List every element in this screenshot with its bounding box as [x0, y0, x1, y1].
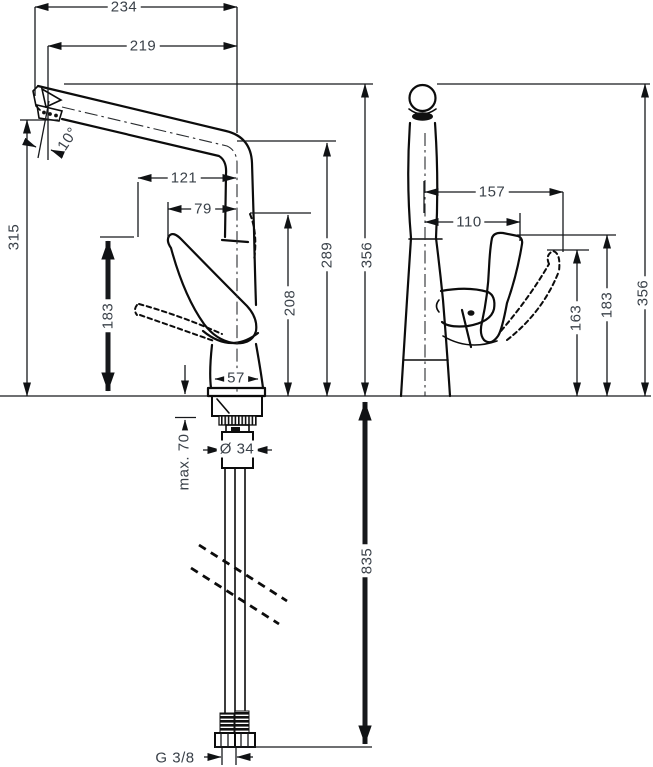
dim-front-max-counter-thickness: max. 70: [175, 430, 193, 494]
dim-side-handle-reach-110: 110: [453, 213, 485, 231]
body-left-edge: [209, 343, 214, 390]
dim-side-handle-reach-157: 157: [475, 183, 509, 201]
spout-inner-edge: [60, 117, 228, 239]
handle-dome: [201, 329, 260, 345]
dim-front-thread-size: G 3/8: [152, 749, 198, 767]
spout-outer-edge: [36, 84, 258, 307]
spout-end-circle: [408, 83, 437, 113]
handle-lever-dashed-back: [249, 213, 257, 261]
dim-front-spout-height: 289: [318, 238, 336, 272]
shank-cap-tab: [231, 427, 240, 432]
front-dimension-lines: [22, 2, 372, 761]
dim-front-handle-reach-79: 79: [191, 200, 215, 218]
socket-screw: [467, 310, 475, 316]
base-plate: [206, 386, 267, 398]
body-joint-line: [220, 238, 250, 244]
thread-band: [218, 415, 257, 426]
handle-socket: [439, 287, 496, 328]
angle-leg-line: [37, 100, 50, 159]
dim-front-shank-diameter: Ø 34: [216, 440, 258, 458]
side-view: [399, 83, 650, 398]
dim-side-total-height: 356: [634, 276, 652, 310]
dim-side-handle-height-183: 183: [598, 288, 616, 322]
hose-connector-right: [234, 710, 250, 734]
spout-tip-facet: [40, 87, 63, 109]
front-extension-lines: [20, 7, 373, 765]
handle-lever-dashed-top: [138, 303, 223, 335]
column-right-edge: [433, 121, 452, 398]
dim-front-base-width: 57: [224, 369, 248, 387]
handle-lever-solid: [166, 232, 258, 345]
aerator-detail: [54, 113, 58, 118]
dim-front-handle-height-183: 183: [99, 299, 117, 333]
dim-side-handle-height-163: 163: [567, 301, 585, 335]
dim-front-handle-top-height: 208: [281, 286, 299, 320]
side-handle-dashed-tip: [546, 249, 561, 272]
front-view: [20, 2, 373, 765]
hose-nut-left: [214, 732, 236, 748]
hose-nut-right: [234, 732, 256, 748]
hose-nut-facets: [220, 733, 249, 747]
side-extension-lines: [423, 83, 650, 252]
body-right-edge: [254, 342, 265, 390]
side-handle-dashed-top: [506, 270, 560, 341]
dim-front-handle-reach-121: 121: [167, 169, 201, 187]
aerator: [36, 103, 64, 122]
escutcheon-detail: [216, 398, 230, 414]
handle-lever-dashed-bottom: [139, 314, 215, 342]
aerator-detail: [48, 112, 52, 116]
dim-front-hose-length: 835: [358, 544, 376, 578]
escutcheon: [211, 395, 263, 417]
front-centerline: [61, 106, 238, 396]
hose-connector-left: [219, 712, 235, 734]
column-left-edge: [399, 121, 413, 398]
dim-front-total-height: 356: [358, 238, 376, 272]
spout-collar-shadow: [412, 112, 433, 121]
supply-hoses: [224, 467, 246, 714]
front-faucet-outline: [32, 84, 267, 398]
side-dimension-lines: [424, 83, 649, 397]
handle-stem: [460, 308, 473, 349]
socket-edge-mark: [435, 299, 440, 313]
dim-front-outlet-height: 315: [5, 220, 23, 254]
handle-lever-dashed-tip: [134, 304, 138, 316]
dim-front-spout-reach: 219: [126, 37, 160, 55]
aerator-detail: [42, 110, 46, 115]
hose-break-marks: [190, 543, 288, 626]
dim-front-overall-projection: 234: [107, 0, 141, 16]
side-handle-solid: [479, 231, 524, 344]
side-handle-dashed-bottom: [500, 263, 550, 332]
